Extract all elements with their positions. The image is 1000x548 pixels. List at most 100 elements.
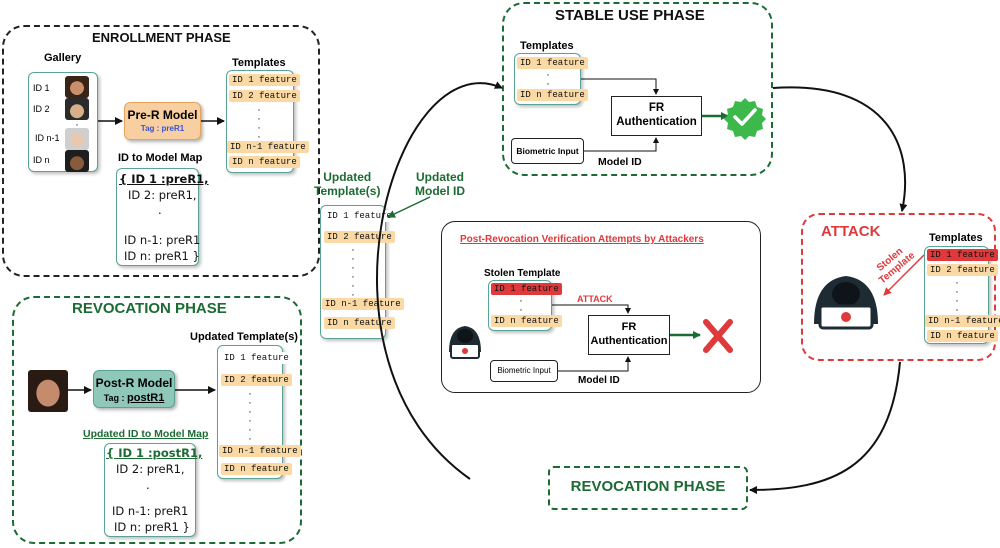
face-photo-n-1 — [65, 128, 89, 150]
stolen-feature-1: ID 1 feature — [491, 283, 562, 295]
enrollment-templates-box — [226, 70, 294, 173]
post-biometric-to-fr-arrow — [558, 356, 631, 372]
stable-feature-n: ID n feature — [517, 89, 588, 101]
stolen-feature-n: ID n feature — [491, 315, 562, 327]
fail-cross-icon — [703, 319, 733, 353]
gallery-id-n-1: ID n-1 — [35, 133, 60, 143]
enrollment-feature-n: ID n feature — [229, 156, 300, 168]
map-line-n-1: ID n-1: preR1 — [124, 233, 201, 247]
stable-feature-1: ID 1 feature — [517, 57, 588, 69]
stolen-template-label: Stolen Template — [484, 268, 561, 279]
stable-to-attack-arrow — [772, 86, 908, 212]
attack-phase-panel — [801, 213, 996, 361]
middle-feature-1: ID 1 feature — [324, 210, 395, 222]
attack-feature-n: ID n feature — [927, 330, 998, 342]
post-r-model-tag: Tag : postR1 — [93, 392, 175, 404]
enrollment-templates-ellipsis: ···· — [257, 104, 261, 143]
post-r-tag-prefix: Tag : — [103, 393, 128, 403]
updated-map-line-2: ID 2: preR1, — [116, 462, 185, 476]
post-r-model-name: Post-R Model — [95, 376, 173, 390]
updated-map-line-1: { ID 1 :postR1, — [106, 446, 203, 460]
loop-to-stable-arrow — [376, 81, 503, 480]
face-photo-1 — [65, 76, 89, 98]
map-line-n: ID n: preR1 } — [124, 249, 200, 263]
enrollment-phase-title: ENROLLMENT PHASE — [92, 30, 231, 45]
updated-feature-2: ID 2 feature — [221, 374, 292, 386]
stable-biometric-to-fr-arrow — [584, 137, 659, 152]
post-r-tag-value: postR1 — [127, 392, 165, 404]
attack-phase-title: ATTACK — [821, 223, 881, 240]
revocation-phase-panel — [12, 296, 302, 544]
attack-feature-2: ID 2 feature — [927, 264, 998, 276]
gallery-id-2: ID 2 — [33, 104, 50, 114]
revocation-face-photo — [28, 370, 68, 412]
updated-map-box — [104, 443, 196, 537]
hacker-icon — [449, 326, 481, 359]
updated-map-title: Updated ID to Model Map — [83, 428, 209, 440]
enrollment-feature-1: ID 1 feature — [229, 74, 300, 86]
enrollment-feature-2: ID 2 feature — [229, 90, 300, 102]
middle-feature-n-1: ID n-1 feature — [322, 298, 404, 310]
face-photo-2 — [65, 98, 89, 120]
stable-biometric-box — [511, 138, 584, 164]
id-model-map-title: ID to Model Map — [118, 152, 203, 164]
map-line-1: { ID 1 :preR1, — [119, 172, 209, 186]
middle-templates-box — [320, 205, 386, 339]
stable-fr-box — [611, 96, 702, 136]
post-r-model-box — [93, 370, 175, 408]
success-check-icon — [724, 98, 766, 140]
enrollment-feature-n-1: ID n-1 feature — [227, 141, 309, 153]
post-revocation-title: Post-Revocation Verification Attempts by… — [460, 234, 704, 245]
gallery-ellipsis: · — [75, 119, 79, 131]
gallery-id-n: ID n — [33, 155, 50, 165]
stolen-to-fr-arrow — [552, 304, 631, 314]
map-line-2: ID 2: preR1, — [128, 188, 197, 202]
post-fr-label: FR Authentication — [590, 321, 668, 347]
attack-templates-box — [924, 246, 989, 344]
stable-use-phase-title: STABLE USE PHASE — [555, 7, 705, 24]
post-fr-box — [588, 315, 670, 355]
updated-feature-1: ID 1 feature — [221, 352, 292, 364]
stolen-template-arrow — [883, 254, 925, 296]
attack-feature-1: ID 1 feature — [927, 249, 998, 261]
revocation-phase-title: REVOCATION PHASE — [72, 300, 227, 317]
updated-feature-n-1: ID n-1 feature — [219, 445, 301, 457]
updated-templates-label: Updated Template(s) — [190, 331, 298, 343]
updated-map-line-dot: . — [146, 478, 150, 492]
middle-feature-n: ID n feature — [324, 317, 395, 329]
stable-use-phase-panel — [502, 2, 773, 176]
stable-biometric-label: Biometric Input — [516, 146, 579, 156]
enrollment-templates-label: Templates — [232, 57, 286, 69]
updated-map-line-n: ID n: preR1 } — [114, 520, 190, 534]
pre-r-model-box — [124, 102, 201, 140]
stolen-template-ellipsis: ·· — [519, 295, 523, 316]
enrollment-phase-panel — [2, 25, 320, 277]
post-model-id-label: Model ID — [578, 375, 620, 386]
attack-to-revocation-arrow — [749, 361, 901, 494]
post-biometric-label: Biometric Input — [497, 366, 551, 375]
face-photo-n — [65, 150, 89, 172]
attack-templates-ellipsis: ···· — [955, 277, 959, 316]
updated-map-line-n-1: ID n-1: preR1 — [112, 504, 189, 518]
pre-r-model-tag: Tag : preR1 — [140, 124, 185, 133]
attack-templates-label: Templates — [929, 232, 983, 244]
attack-feature-n-1: ID n-1 feature — [925, 315, 1000, 327]
revocation-bottom-panel — [548, 466, 748, 510]
gallery-label: Gallery — [44, 52, 82, 64]
middle-templates-ellipsis: ······ — [351, 244, 355, 301]
stable-templates-to-fr-arrow — [581, 78, 659, 95]
id-model-map-box — [116, 168, 199, 266]
post-revocation-panel — [441, 221, 761, 393]
stable-templates-ellipsis: ·· — [546, 69, 550, 90]
revocation-bottom-title: REVOCATION PHASE — [570, 478, 726, 495]
post-biometric-box — [490, 360, 558, 382]
stable-model-id-label: Model ID — [598, 156, 642, 168]
middle-updated-model-label: Updated Model ID — [415, 170, 465, 198]
pre-r-model-name: Pre-R Model — [127, 108, 198, 122]
middle-feature-2: ID 2 feature — [324, 231, 395, 243]
middle-updated-templates-label: Updated Template(s) — [314, 170, 381, 198]
map-line-dot: . — [158, 203, 162, 217]
stable-templates-label: Templates — [520, 40, 574, 52]
